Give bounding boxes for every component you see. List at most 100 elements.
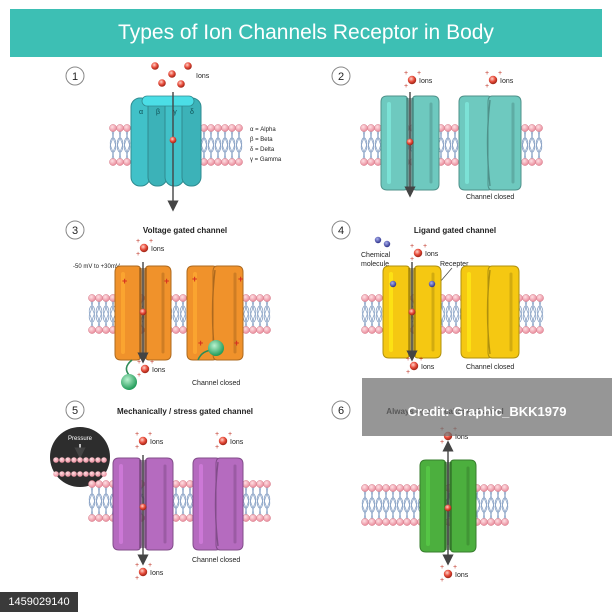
lipid-tail [249,300,254,323]
lipid-head [528,124,536,132]
lipid-tail [91,486,96,509]
lipid-tail [368,300,373,323]
receptor-leader [439,267,453,283]
charge-plus: + [410,243,414,250]
lipid-tail [98,305,103,328]
lipid-head [501,518,509,526]
lipid-tail [538,130,543,153]
lipid-tail [535,137,540,160]
lipid-head [228,158,236,166]
lipid-tail [214,137,219,160]
lipid-head [77,471,83,477]
lipid-head [396,518,404,526]
ions-label: Ions [419,78,433,85]
lipid-head [95,457,101,463]
lipid-tail [447,130,452,153]
lipid-head [101,471,107,477]
lipid-tail [249,305,254,328]
lipid-tail [399,497,404,520]
ions-label: Ions [152,367,166,374]
badge-circle [331,66,351,86]
lipid-head [452,294,460,302]
lipid-tail [102,493,107,516]
voltage-channel-closed [186,265,244,361]
charge-plus: + [404,83,408,90]
lipid-tail [175,486,180,509]
lipid-tail [119,130,124,153]
lipid-tail [440,137,445,160]
lipid-head [172,326,180,334]
lipid-tail [522,305,527,328]
panel-number: 6 [338,405,344,417]
badge-circle [65,220,85,240]
ions-label: Ions [455,572,469,579]
ions-label: Ions [500,78,514,85]
lipid-tail [444,130,449,153]
lipid-tail [179,305,184,328]
lipid-head [501,484,509,492]
charge-plus: + [485,70,489,77]
lipid-tail [224,137,229,160]
lipid-tail [172,305,177,328]
lipid-tail [95,493,100,516]
lipid-head [109,158,117,166]
lipid-tail [109,130,114,153]
charge-plus: + [410,256,414,263]
lipid-tail [102,305,107,328]
lipid-tail [364,490,369,513]
lipid-tail [102,300,107,323]
lipid-head [535,124,543,132]
charge-plus: + [440,564,444,571]
ion [218,436,228,446]
lipid-tail [123,137,128,160]
ion-cluster: +++Ions [410,243,439,263]
lipid-tail [242,486,247,509]
lipid-tail [228,130,233,153]
charge-plus: + [453,564,457,571]
lipid-tail [396,497,401,520]
lipid-tail [88,493,93,516]
lipid-tail [172,486,177,509]
ion [488,75,498,85]
lipid-tail [378,300,383,323]
lipid-tail [252,300,257,323]
ion [406,138,414,146]
lipid-tail [487,497,492,520]
lipid-head [403,484,411,492]
lipid-head [487,484,495,492]
ions-label: Ions [196,73,210,80]
charge-plus: + [215,431,219,438]
lipid-tail [109,137,114,160]
lipid-tail [528,130,533,153]
lipid-head [396,484,404,492]
lipid-tail [88,486,93,509]
lipid-head [403,518,411,526]
lipid-tail [392,490,397,513]
lipid-tail [445,305,450,328]
ion [168,70,176,78]
ion [409,361,419,371]
ion [169,136,177,144]
lipid-tail [119,137,124,160]
lipid-tail [476,490,481,513]
lipid-tail [189,493,194,516]
charge-plus: + [136,251,140,258]
lipid-tail [392,497,397,520]
lipid-tail [172,493,177,516]
lipid-tail [126,137,131,160]
lipid-tail [245,493,250,516]
lipid-tail [116,130,121,153]
lipid-head [123,158,131,166]
lipid-head [249,514,257,522]
channel-closed-label: Channel closed [466,194,514,201]
channel-closed-label: Channel closed [192,380,240,387]
lipid-tail [189,486,194,509]
lipid-tail [385,490,390,513]
lipid-tail [210,130,215,153]
channel-subunit-right [487,265,520,359]
lipid-head [494,484,502,492]
lipid-head [172,294,180,302]
lipid-tail [238,137,243,160]
lipid-tail [175,493,180,516]
lipid-tail [536,300,541,323]
